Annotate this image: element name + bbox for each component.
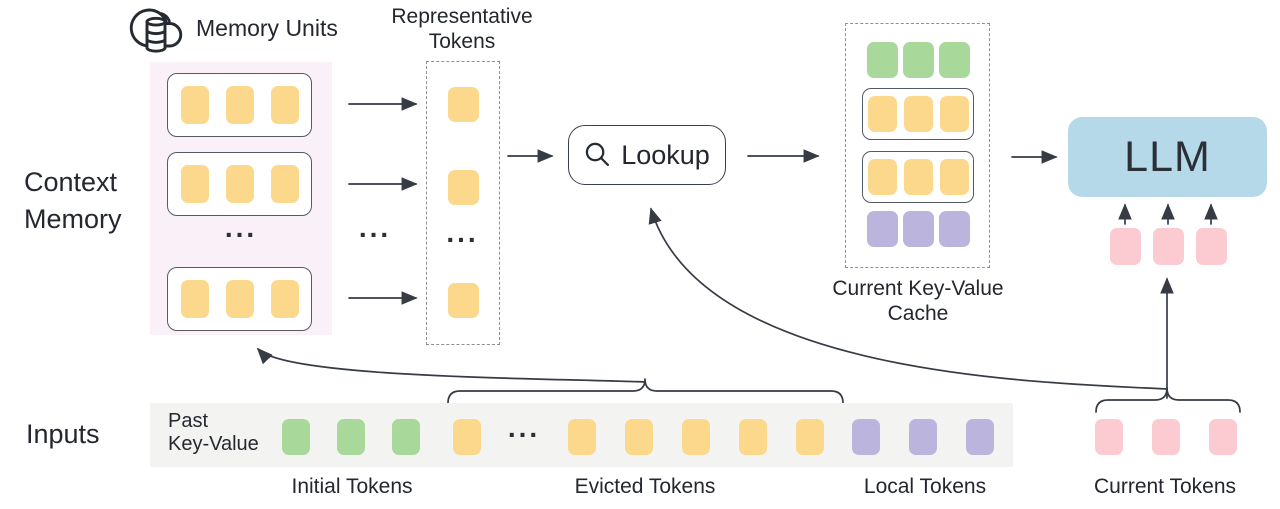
cache-memory-unit-row-1 <box>862 88 974 140</box>
memory-token <box>181 86 209 124</box>
representative-tokens-box: ... <box>426 61 500 345</box>
cache-yellow-token <box>939 96 969 132</box>
lookup-button: Lookup <box>568 125 726 185</box>
representative-tokens-title-line1: Representative <box>391 5 533 28</box>
current-pink-token <box>1209 419 1237 455</box>
representative-tokens-title-line2: Tokens <box>428 30 496 53</box>
cache-yellow-token <box>939 159 969 195</box>
context-memory-title: Context Memory <box>24 164 122 238</box>
local-purple-token <box>852 419 880 455</box>
representative-token <box>448 87 479 122</box>
memory-unit-row-2 <box>167 152 312 216</box>
llm-label: LLM <box>1124 132 1211 181</box>
current-token-row <box>1095 419 1237 455</box>
cache-purple-token <box>903 211 934 247</box>
evicted-tokens-label: Evicted Tokens <box>574 475 716 498</box>
cache-initial-token-row <box>867 42 970 78</box>
llm-box: LLM <box>1068 117 1267 197</box>
memory-unit-row-3 <box>167 267 312 331</box>
evicted-yellow-token <box>625 419 653 455</box>
current-tokens-label: Current Tokens <box>1093 475 1237 498</box>
local-token-row <box>852 419 994 455</box>
evicted-yellow-token <box>796 419 824 455</box>
evicted-yellow-token <box>453 419 481 455</box>
current-pink-token <box>1095 419 1123 455</box>
past-kv-label-line1: Past <box>168 410 209 432</box>
memory-token <box>271 280 299 318</box>
current-tokens-brace <box>1095 387 1241 413</box>
cache-yellow-token <box>867 96 897 132</box>
local-tokens-label: Local Tokens <box>863 475 987 498</box>
evicted-yellow-token <box>682 419 710 455</box>
initial-token-row <box>282 419 420 455</box>
lookup-label: Lookup <box>621 139 710 170</box>
cache-purple-token <box>939 211 970 247</box>
memory-token <box>226 165 254 203</box>
cache-green-token <box>867 42 898 78</box>
past-kv-label: Past Key-Value <box>168 410 259 456</box>
initial-green-token <box>282 419 310 455</box>
evicted-token-row-left <box>453 419 481 455</box>
llm-input-pink-token <box>1196 228 1227 265</box>
cache-purple-token <box>867 211 898 247</box>
cache-memory-unit-row-2 <box>862 151 974 203</box>
cache-yellow-token <box>903 96 933 132</box>
context-memory-title-line2: Memory <box>24 204 122 234</box>
memory-units-title: Memory Units <box>196 15 338 41</box>
memory-unit-row-1 <box>167 73 312 137</box>
memory-token <box>226 280 254 318</box>
current-kv-cache-label-line2: Cache <box>887 302 949 325</box>
memory-token <box>271 165 299 203</box>
evicted-yellow-token <box>568 419 596 455</box>
initial-green-token <box>392 419 420 455</box>
current-kv-cache-box <box>845 23 990 268</box>
evicted-token-row-right <box>568 419 824 455</box>
llm-input-pink-token <box>1110 228 1141 265</box>
representative-ellipsis: ... <box>446 217 479 248</box>
past-kv-label-line2: Key-Value <box>168 433 259 455</box>
cache-yellow-token <box>867 159 897 195</box>
representative-tokens-title: Representative Tokens <box>382 4 542 54</box>
representative-token <box>448 170 479 205</box>
evicted-yellow-token <box>739 419 767 455</box>
inputs-title: Inputs <box>26 419 100 449</box>
evicted-tokens-brace <box>447 378 844 404</box>
llm-input-token-row <box>1110 228 1227 265</box>
current-pink-token <box>1152 419 1180 455</box>
arrow-evicted-tokens-to-context-memory <box>256 347 646 383</box>
mid-ellipsis: ... <box>358 212 392 243</box>
memory-ellipsis: ... <box>224 212 258 243</box>
initial-tokens-label: Initial Tokens <box>291 475 413 498</box>
local-purple-token <box>909 419 937 455</box>
representative-token <box>448 283 479 318</box>
cache-green-token <box>903 42 934 78</box>
cache-local-token-row <box>867 211 970 247</box>
cache-green-token <box>939 42 970 78</box>
current-kv-cache-label: Current Key-Value Cache <box>823 276 1013 326</box>
memory-token <box>226 86 254 124</box>
search-icon <box>586 142 610 167</box>
context-memory-title-line1: Context <box>24 167 118 197</box>
cache-yellow-token <box>903 159 933 195</box>
initial-green-token <box>337 419 365 455</box>
current-kv-cache-label-line1: Current Key-Value <box>832 277 1004 300</box>
llm-input-pink-token <box>1153 228 1184 265</box>
memory-token <box>271 86 299 124</box>
memory-units-cloud-database-icon <box>129 8 183 53</box>
memory-token <box>181 165 209 203</box>
local-purple-token <box>966 419 994 455</box>
memory-token <box>181 280 209 318</box>
strip-ellipsis: ... <box>507 412 541 443</box>
context-memory-panel: ... <box>150 62 332 335</box>
